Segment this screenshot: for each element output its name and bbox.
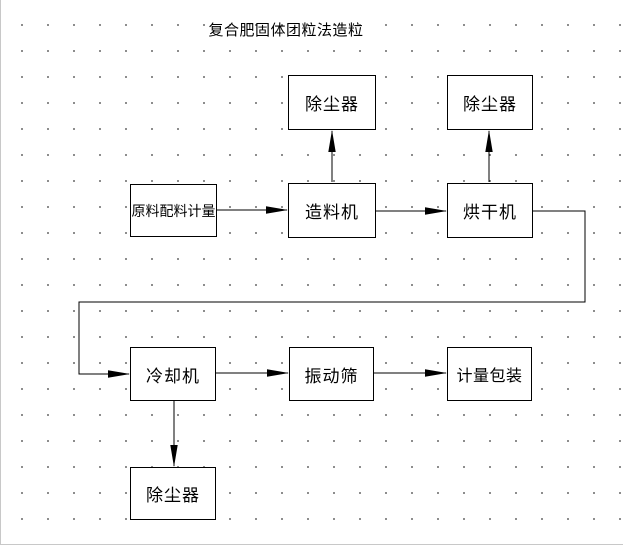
- node-granulator: 造料机: [288, 183, 376, 238]
- node-vibrating-screen: 振动筛: [289, 347, 374, 401]
- node-cooler: 冷却机: [130, 347, 216, 401]
- node-metering-packing: 计量包装: [447, 347, 532, 401]
- node-dust-collector-bottom: 除尘器: [130, 467, 216, 520]
- node-dust-collector-top-right: 除尘器: [447, 75, 533, 130]
- node-raw-material-metering: 原料配料计量: [130, 184, 217, 237]
- diagram-title: 复合肥固体团粒法造粒: [208, 21, 364, 39]
- node-dryer: 烘干机: [447, 183, 533, 238]
- edge-dryer-to-cooler: [78, 210, 586, 378]
- node-dust-collector-top-left: 除尘器: [288, 75, 376, 130]
